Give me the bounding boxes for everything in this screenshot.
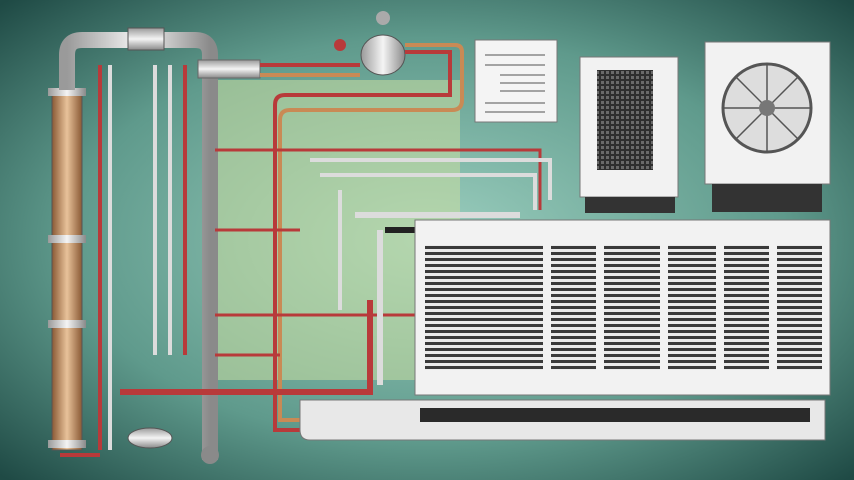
coil-top (127, 27, 165, 51)
pump (127, 427, 173, 449)
vertical-pipes (60, 65, 187, 457)
tank-column (48, 88, 86, 451)
fitting (197, 59, 261, 79)
outdoor-unit-fan (704, 41, 831, 212)
outdoor-unit-grille (579, 56, 679, 213)
indoor-unit (299, 219, 831, 441)
expansion-valve (334, 11, 406, 76)
spec-document (474, 39, 558, 123)
refrigerant-lines (120, 43, 552, 432)
pipe-end-bottom (201, 446, 219, 464)
